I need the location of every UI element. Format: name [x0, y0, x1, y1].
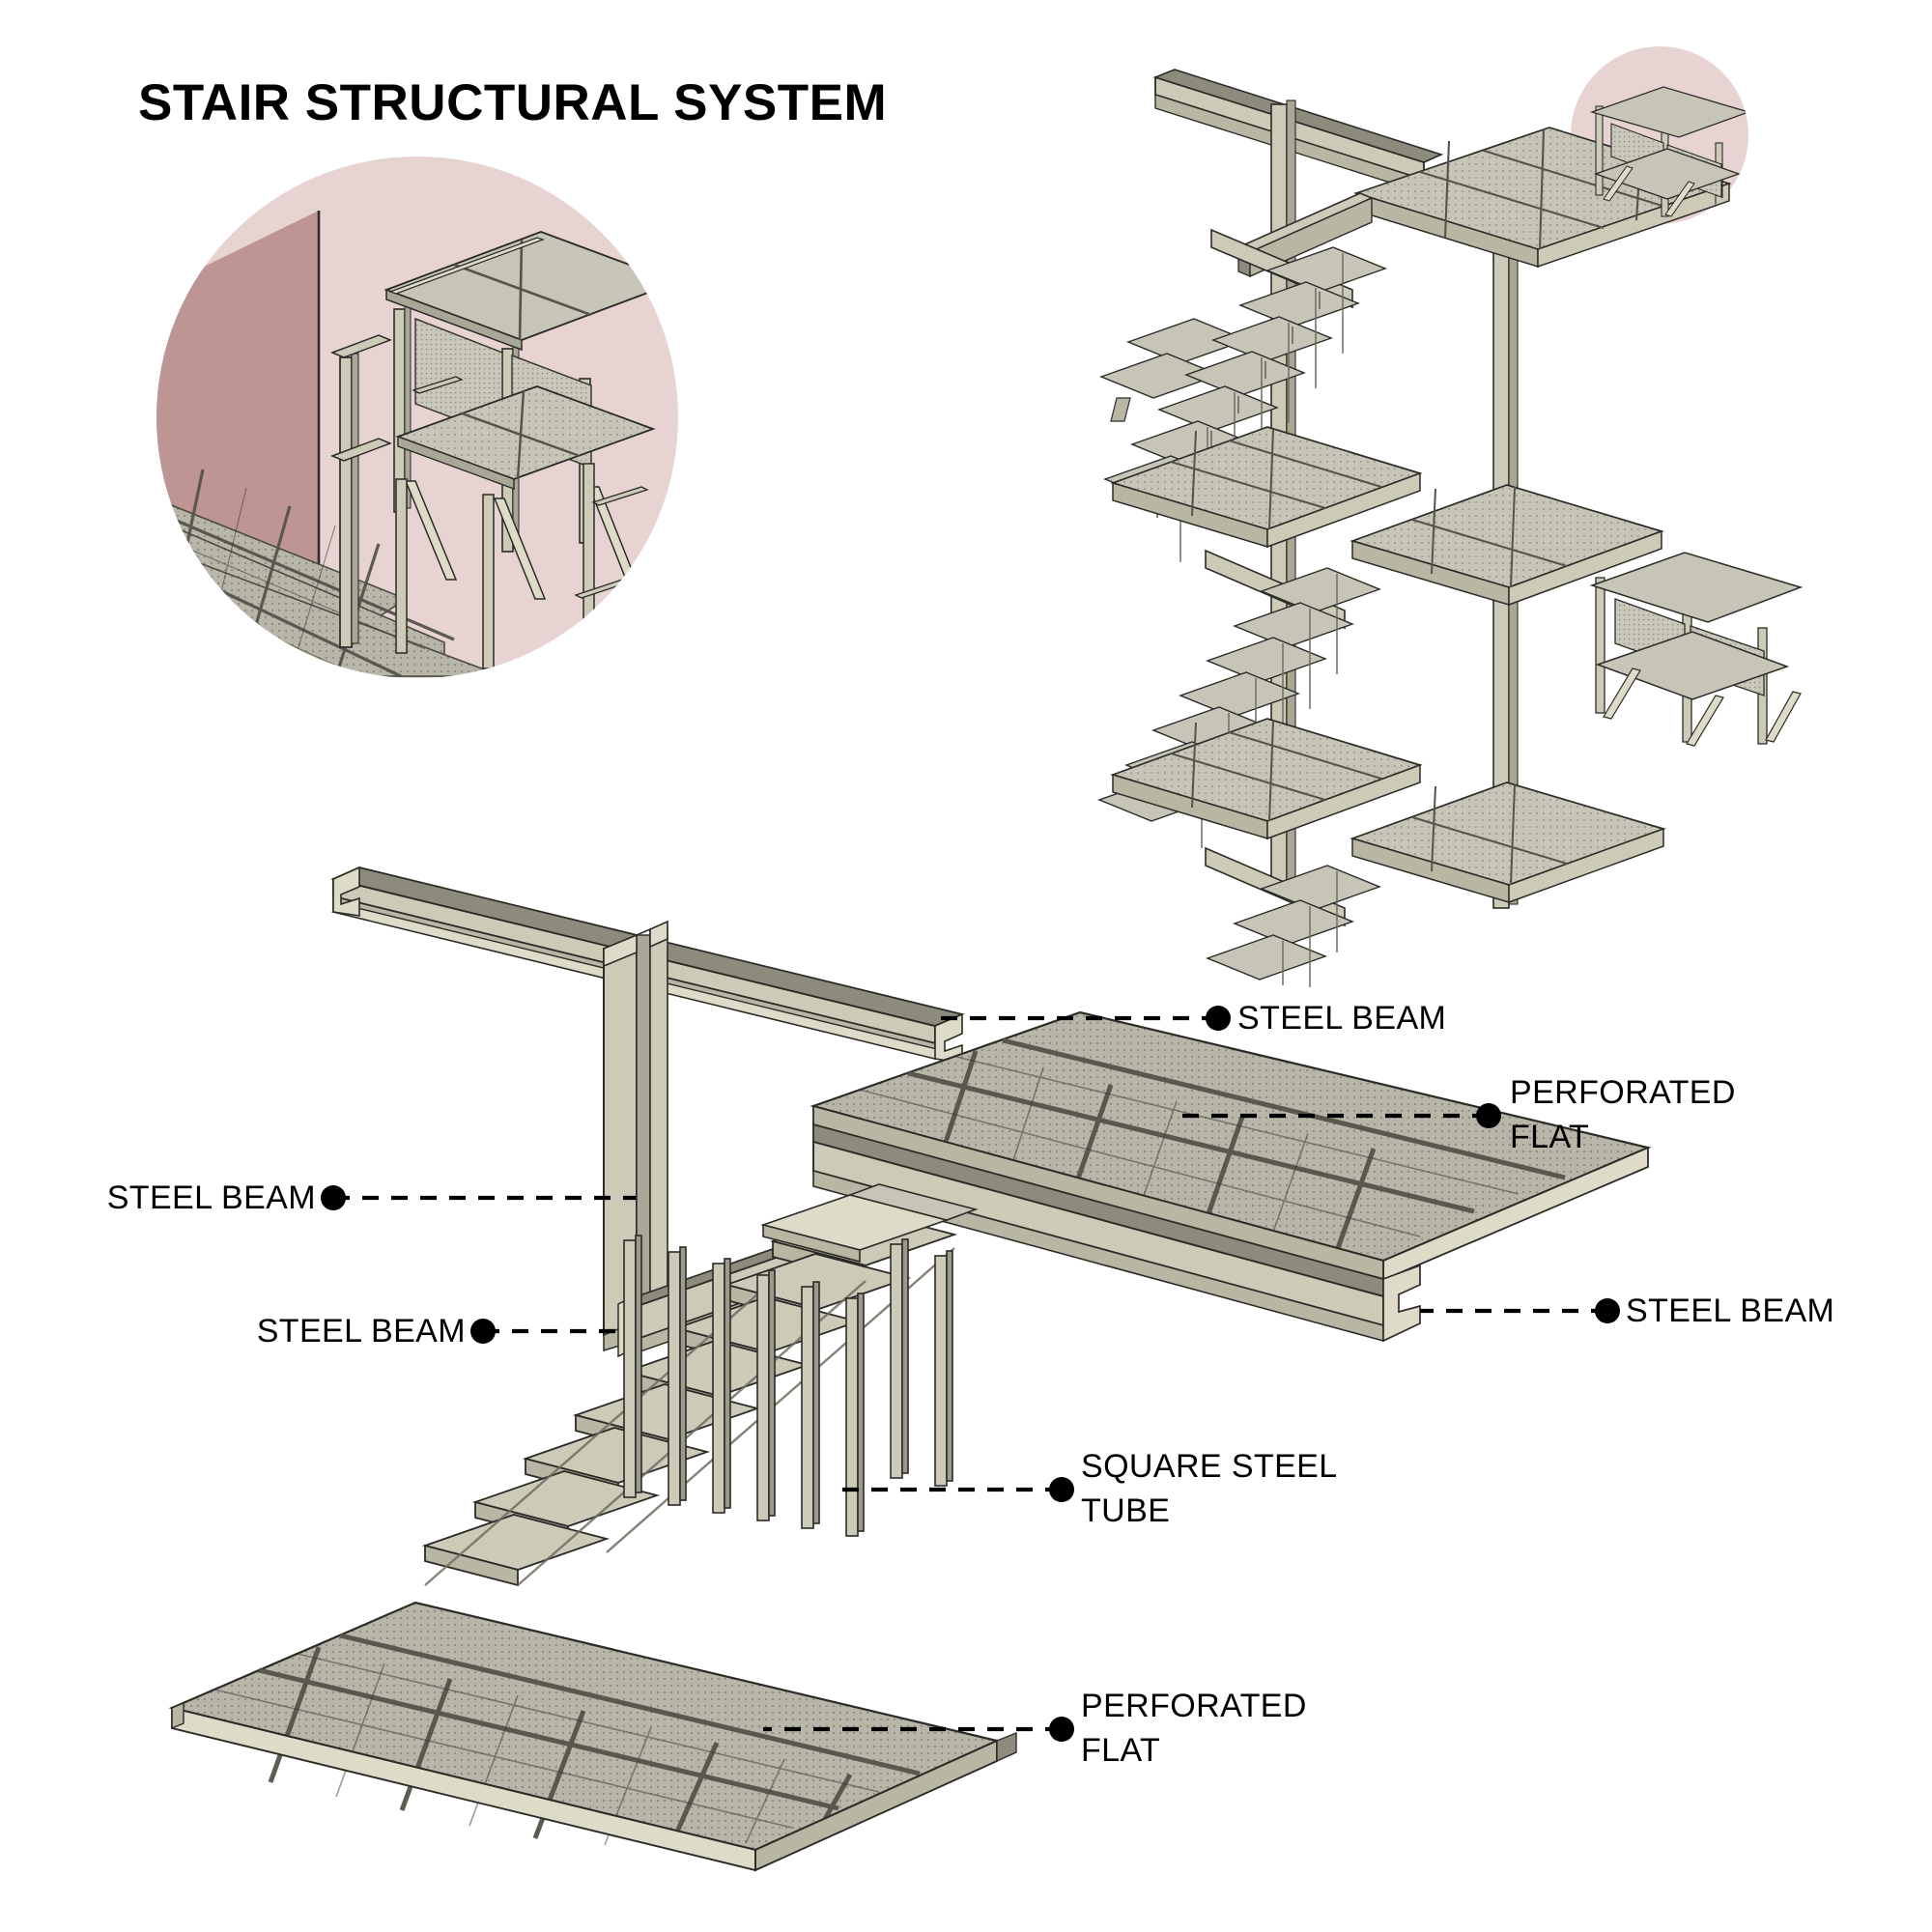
overview-landing-3 [1110, 718, 1423, 840]
overview-top-beam [1152, 69, 1444, 194]
callout-dot-steel-beam-column [321, 1185, 346, 1210]
callout-dots [321, 1006, 1620, 1742]
callout-dot-steel-beam-stringer [470, 1319, 496, 1344]
key-circle-content [1589, 86, 1748, 219]
overview-landing-2-extension [1350, 484, 1664, 607]
baluster [890, 1238, 909, 1479]
stair-treads [421, 1209, 958, 1587]
overview-treads-3 [1206, 865, 1381, 980]
detail-diagonal-braces [404, 480, 641, 600]
stair-upper-subframe [760, 1183, 979, 1264]
callout-dot-perforated-flat-floor [1049, 1717, 1074, 1742]
detail-circle-group [156, 156, 678, 678]
callout-dot-steel-beam-landing-edge [1595, 1298, 1620, 1323]
page-title: STAIR STRUCTURAL SYSTEM [138, 74, 888, 131]
overview-flight-3 [1205, 846, 1381, 987]
floor-grid-frame [258, 1633, 921, 1849]
baluster [801, 1281, 820, 1529]
callout-dot-steel-beam-top [1206, 1006, 1231, 1031]
component-square-steel-tube [623, 1235, 953, 1537]
baluster [712, 1258, 731, 1514]
component-stair-flight [421, 1209, 958, 1587]
callout-dot-square-steel-tube [1049, 1477, 1074, 1502]
overview-landing-2 [1110, 397, 1423, 549]
baluster [845, 1293, 865, 1537]
baluster [934, 1250, 953, 1487]
axonometric-overview-group [1097, 46, 1804, 987]
baluster [756, 1269, 776, 1521]
exploded-axonometric-group [168, 866, 1652, 1872]
callout-dot-perforated-flat-landing [1476, 1103, 1501, 1128]
component-perforated-flat-landing [810, 1010, 1652, 1282]
component-perforated-flat-floor [168, 1601, 1017, 1872]
callout-leaders [321, 1006, 1620, 1742]
overview-guard-assembly [1589, 552, 1804, 747]
baluster [623, 1235, 642, 1498]
overview-linework [1097, 69, 1804, 987]
overview-landing-4 [1350, 781, 1666, 904]
baluster [668, 1246, 687, 1506]
